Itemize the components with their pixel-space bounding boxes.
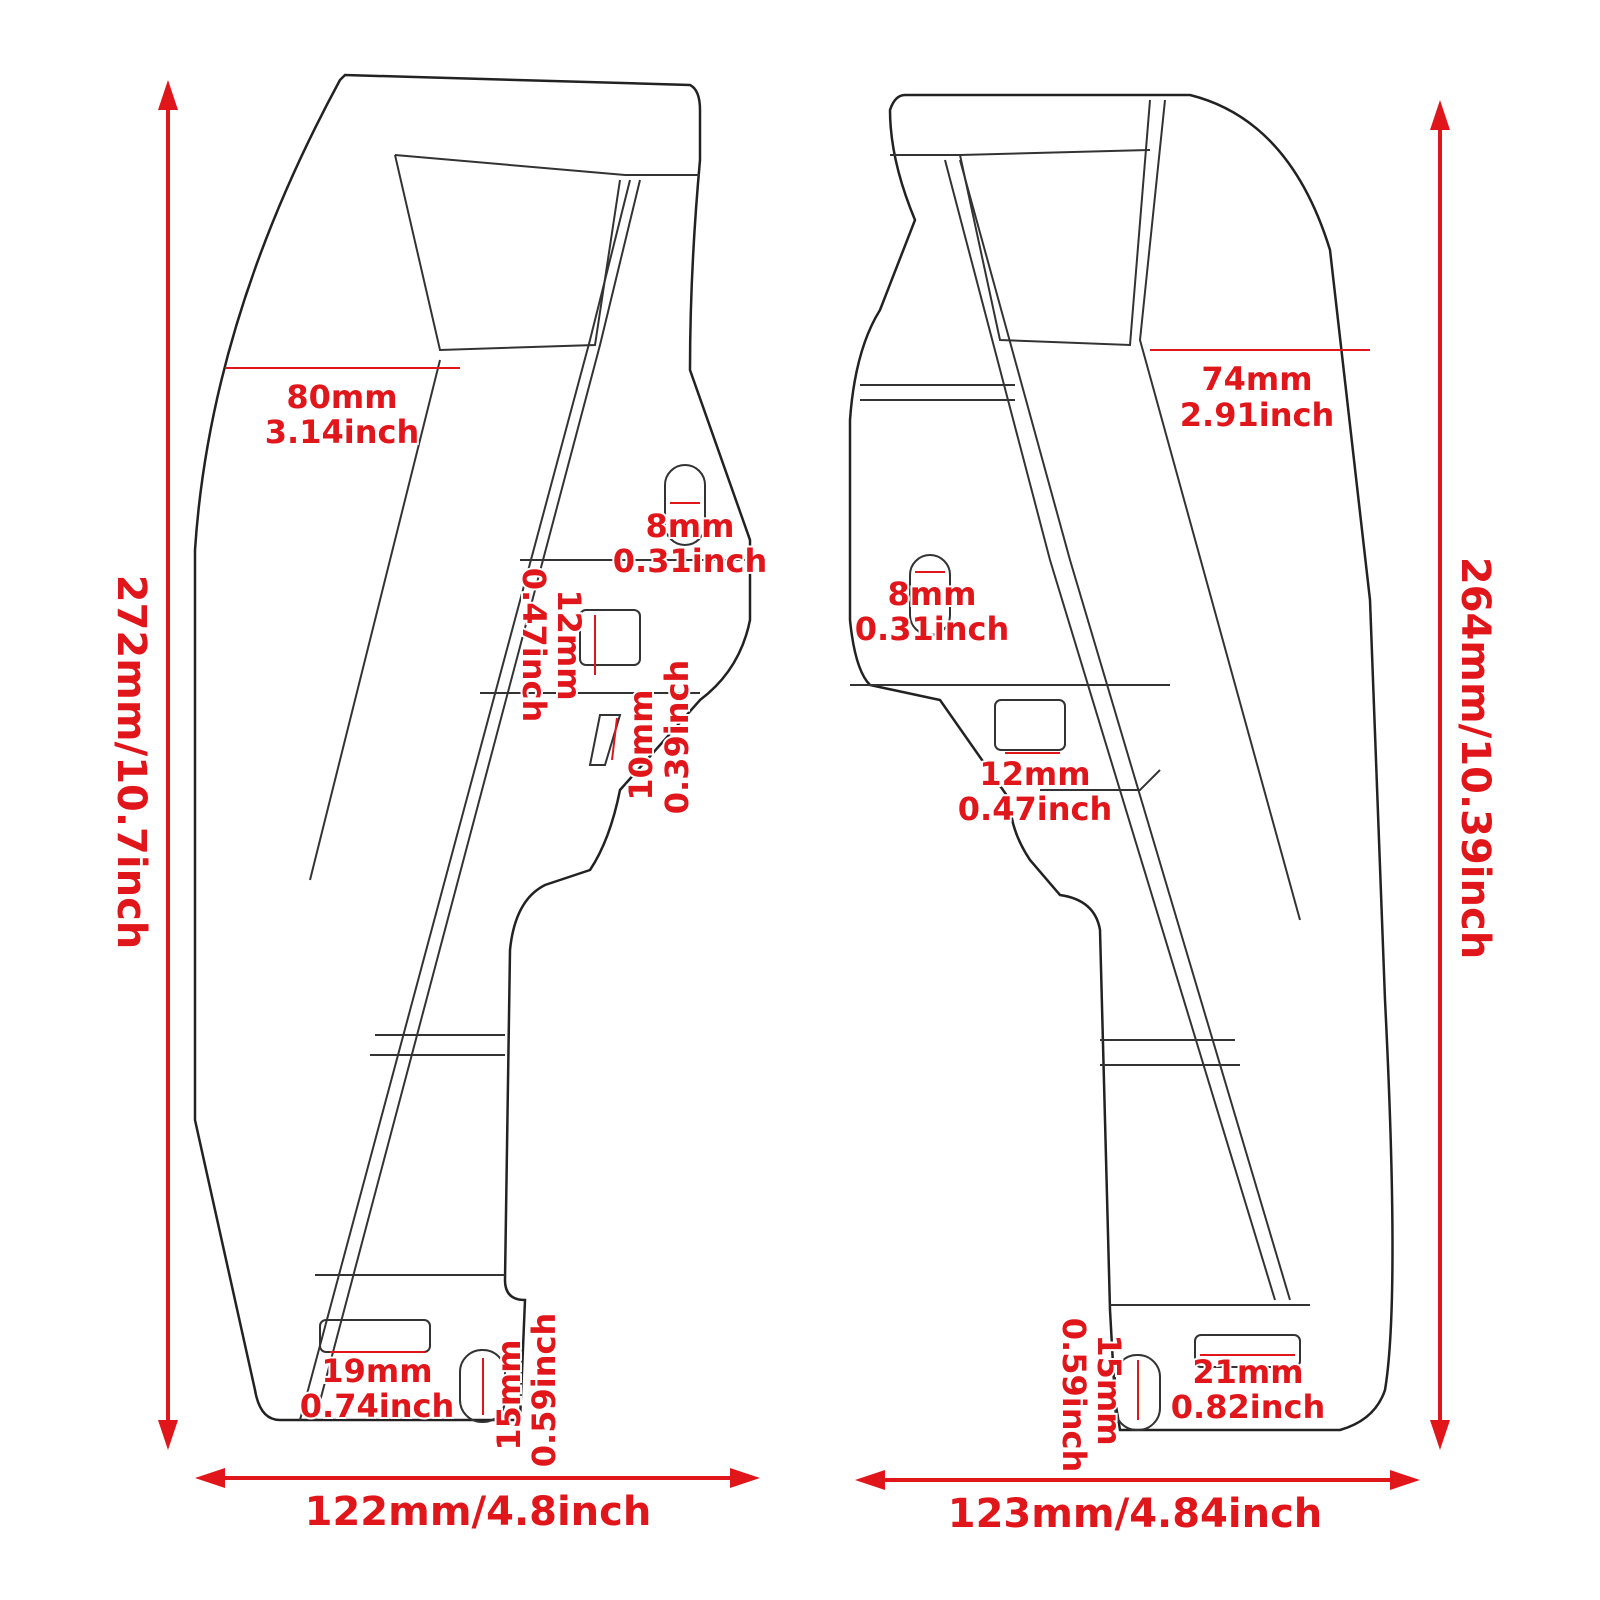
left-height-label: 272mm/10.7inch	[108, 575, 154, 950]
right-upper-slot-mm: 8mm	[888, 575, 977, 613]
right-bottom-slot-height-inch: 0.59inch	[1055, 1318, 1093, 1472]
left-height-dimension-line	[158, 80, 178, 1450]
left-width-label: 122mm/4.8inch	[305, 1489, 652, 1535]
right-top-width-inch: 2.91inch	[1180, 396, 1334, 434]
small-dimension-arrows	[225, 349, 1370, 1420]
left-bottom-slot-height-inch: 0.59inch	[525, 1313, 563, 1467]
left-part-outline	[193, 73, 752, 1423]
left-bottom-slot-width-inch: 0.74inch	[300, 1387, 454, 1425]
right-square-hole-inch: 0.47inch	[958, 790, 1112, 828]
left-top-width-mm: 80mm	[286, 378, 397, 416]
right-width-label: 123mm/4.84inch	[948, 1491, 1323, 1537]
right-width-dimension-line	[855, 1470, 1420, 1490]
left-upper-slot-mm: 8mm	[646, 507, 735, 545]
right-bottom-slot-width-inch: 0.82inch	[1171, 1388, 1325, 1426]
right-top-width-mm: 74mm	[1201, 360, 1312, 398]
left-small-slot-inch: 0.39inch	[658, 660, 696, 814]
right-square-hole-mm: 12mm	[979, 755, 1090, 793]
left-small-slot-mm: 10mm	[622, 689, 660, 800]
left-square-hole-inch: 0.47inch	[515, 568, 553, 722]
left-bottom-slot-height-mm: 15mm	[490, 1339, 528, 1450]
left-top-width-inch: 3.14inch	[265, 413, 419, 451]
right-upper-slot-inch: 0.31inch	[855, 610, 1009, 648]
left-upper-slot-inch: 0.31inch	[613, 542, 767, 580]
left-square-hole-mm: 12mm	[550, 589, 588, 700]
right-bottom-slot-width-mm: 21mm	[1192, 1353, 1303, 1391]
right-part-outline	[848, 93, 1394, 1432]
right-height-label: 264mm/10.39inch	[1452, 557, 1498, 959]
left-width-dimension-line	[195, 1468, 760, 1488]
right-height-dimension-line	[1430, 100, 1450, 1450]
right-bottom-slot-height-mm: 15mm	[1090, 1334, 1128, 1445]
left-bottom-slot-width-mm: 19mm	[321, 1352, 432, 1390]
